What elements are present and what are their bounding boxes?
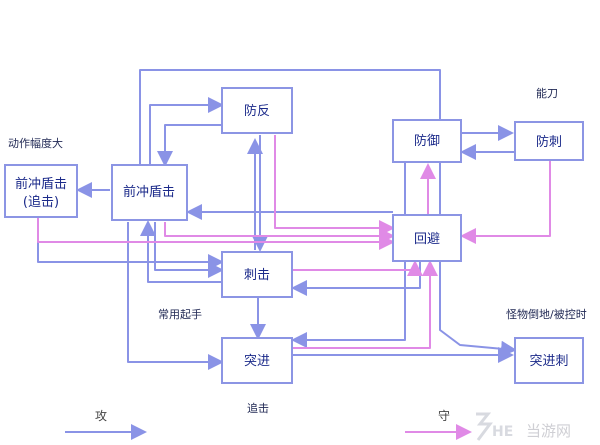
node-label: 防反 bbox=[244, 103, 270, 119]
node-dash: 突进 bbox=[221, 337, 293, 384]
legend-attack: 攻 bbox=[65, 409, 147, 440]
svg-text:HE: HE bbox=[492, 424, 513, 440]
note-monster-down: 怪物倒地/被控时 bbox=[506, 307, 587, 321]
attack-connectors bbox=[37, 69, 517, 370]
shield-to-stab bbox=[154, 222, 224, 278]
node-dash-stab: 突进刺 bbox=[514, 337, 584, 384]
shield-to-dash bbox=[127, 222, 224, 370]
node-label: 前冲盾击 bbox=[123, 184, 175, 200]
stab-to-dodge bbox=[293, 260, 423, 276]
node-label: 防御 bbox=[414, 133, 440, 149]
chase-to-dodge bbox=[37, 218, 395, 250]
node-block: 防御 bbox=[392, 119, 462, 163]
node-block-thrust: 防刺 bbox=[514, 121, 584, 161]
brand-logo: HE bbox=[476, 412, 513, 441]
note-common-start: 常用起手 bbox=[158, 307, 202, 321]
legend-attack-label: 攻 bbox=[95, 409, 107, 423]
node-label: 前冲盾击 bbox=[15, 176, 67, 192]
node-counter: 防反 bbox=[221, 87, 293, 134]
watermark: HE 当游网 bbox=[476, 412, 571, 441]
node-dodge: 回避 bbox=[392, 214, 462, 262]
note-parry: 能刀 bbox=[536, 86, 558, 100]
node-stab: 刺击 bbox=[221, 251, 293, 298]
defense-connectors bbox=[37, 135, 551, 349]
note-big-motion: 动作幅度大 bbox=[8, 136, 63, 150]
note-chase: 追击 bbox=[247, 401, 269, 415]
shield-to-counter bbox=[149, 97, 224, 165]
dash-to-dodge bbox=[293, 260, 438, 349]
block-to-dash bbox=[291, 160, 406, 348]
node-front-shield: 前冲盾击 bbox=[111, 164, 188, 221]
chase-to-stab bbox=[37, 218, 224, 270]
legend-defense: 守 bbox=[405, 409, 472, 440]
stab-to-shield bbox=[140, 220, 222, 283]
blockthrust-to-dodge bbox=[460, 160, 551, 244]
watermark-brand: 当游网 bbox=[526, 422, 571, 440]
counter-to-shield bbox=[157, 124, 222, 167]
node-label: 突进刺 bbox=[529, 353, 568, 369]
node-front-shield-chase: 前冲盾击 (追击) bbox=[4, 164, 78, 218]
node-label: 回避 bbox=[414, 232, 440, 247]
node-label: 防刺 bbox=[536, 134, 562, 150]
dodge-to-stab bbox=[291, 262, 421, 296]
legend-defense-label: 守 bbox=[438, 409, 450, 423]
counter-to-dodge bbox=[274, 135, 395, 236]
node-sublabel: (追击) bbox=[23, 194, 59, 210]
node-label: 刺击 bbox=[244, 268, 270, 283]
shield-to-dodge bbox=[164, 222, 395, 244]
node-label: 突进 bbox=[244, 353, 270, 369]
